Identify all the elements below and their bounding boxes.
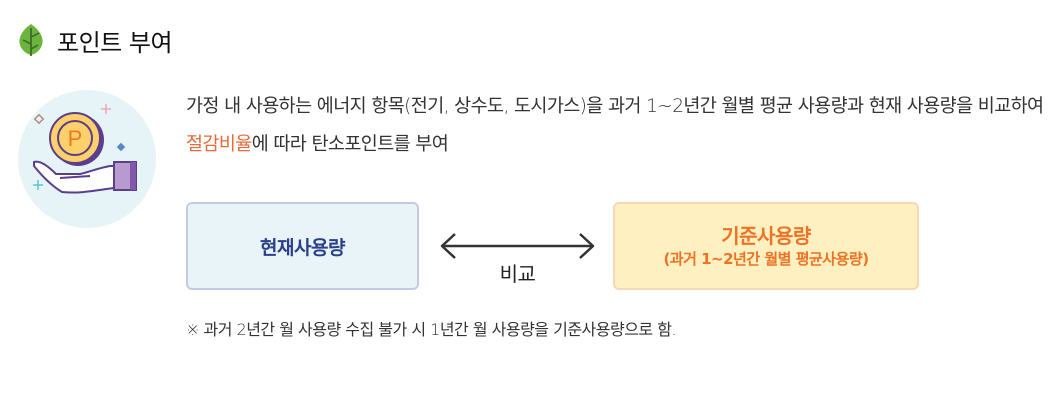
baseline-usage-box: 기준사용량 (과거 1~2년간 월별 평균사용량) bbox=[613, 202, 919, 290]
comparison-diagram: 현재사용량 비교 기준사용량 (과거 1~2년간 월별 평균사용량) bbox=[186, 202, 926, 292]
double-arrow-icon bbox=[440, 233, 595, 259]
description-block: 가정 내 사용하는 에너지 항목(전기, 상수도, 도시가스)을 과거 1~2년… bbox=[186, 88, 1046, 164]
baseline-usage-sublabel: (과거 1~2년간 월별 평균사용량) bbox=[663, 250, 869, 268]
footnote: ※ 과거 2년간 월 사용량 수집 불가 시 1년간 월 사용량을 기준사용량으… bbox=[186, 320, 677, 339]
compare-arrow: 비교 bbox=[439, 232, 596, 292]
baseline-usage-label: 기준사용량 bbox=[721, 224, 811, 248]
section-header: 포인트 부여 bbox=[17, 20, 173, 60]
current-usage-label: 현재사용량 bbox=[260, 236, 345, 259]
hand-holding-point-coin-icon: P bbox=[18, 90, 156, 228]
leaf-icon bbox=[17, 23, 45, 57]
section-title: 포인트 부여 bbox=[57, 28, 173, 57]
highlight-reduction-rate: 절감비율 bbox=[186, 134, 252, 155]
svg-text:P: P bbox=[68, 126, 83, 151]
current-usage-box: 현재사용량 bbox=[186, 202, 419, 290]
compare-label: 비교 bbox=[499, 262, 536, 286]
description-text: 가정 내 사용하는 에너지 항목(전기, 상수도, 도시가스)을 과거 1~2년… bbox=[186, 88, 1046, 164]
description-part1: 가정 내 사용하는 에너지 항목(전기, 상수도, 도시가스)을 과거 1~2년… bbox=[186, 96, 1044, 117]
description-part2: 에 따라 탄소포인트를 부여 bbox=[251, 134, 449, 155]
